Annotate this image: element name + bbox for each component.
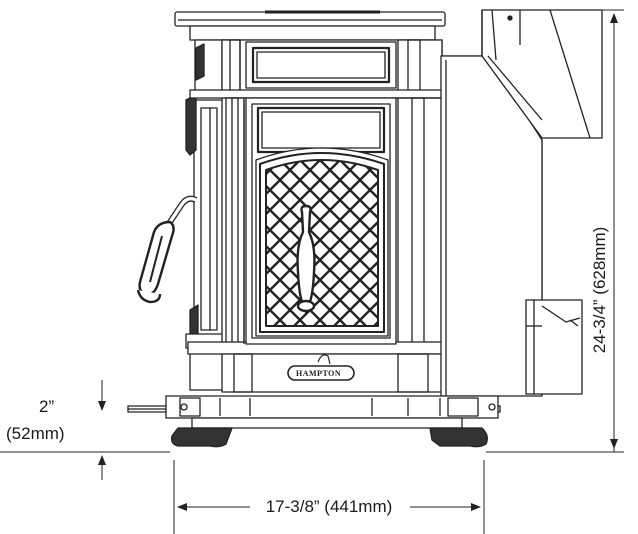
- stove-top-cap: [174, 10, 446, 41]
- hampton-logo-text: HAMPTON: [296, 369, 342, 378]
- leg-height-imperial-label: 2”: [39, 397, 55, 416]
- dimension-lines: [0, 9, 624, 534]
- width-dimension-label: 17-3/8” (441mm): [259, 497, 399, 517]
- stove-base: [127, 395, 501, 448]
- height-dimension-label: 24-3/4” (628mm): [590, 220, 610, 360]
- stove-door: [243, 97, 397, 345]
- leg-height-metric-label: (52mm): [6, 424, 65, 443]
- side-handle[interactable]: [136, 195, 198, 304]
- pellet-hopper: [440, 9, 603, 397]
- door-handle[interactable]: [296, 204, 316, 314]
- upper-panel: [245, 41, 397, 89]
- hampton-logo-plaque: [287, 354, 355, 381]
